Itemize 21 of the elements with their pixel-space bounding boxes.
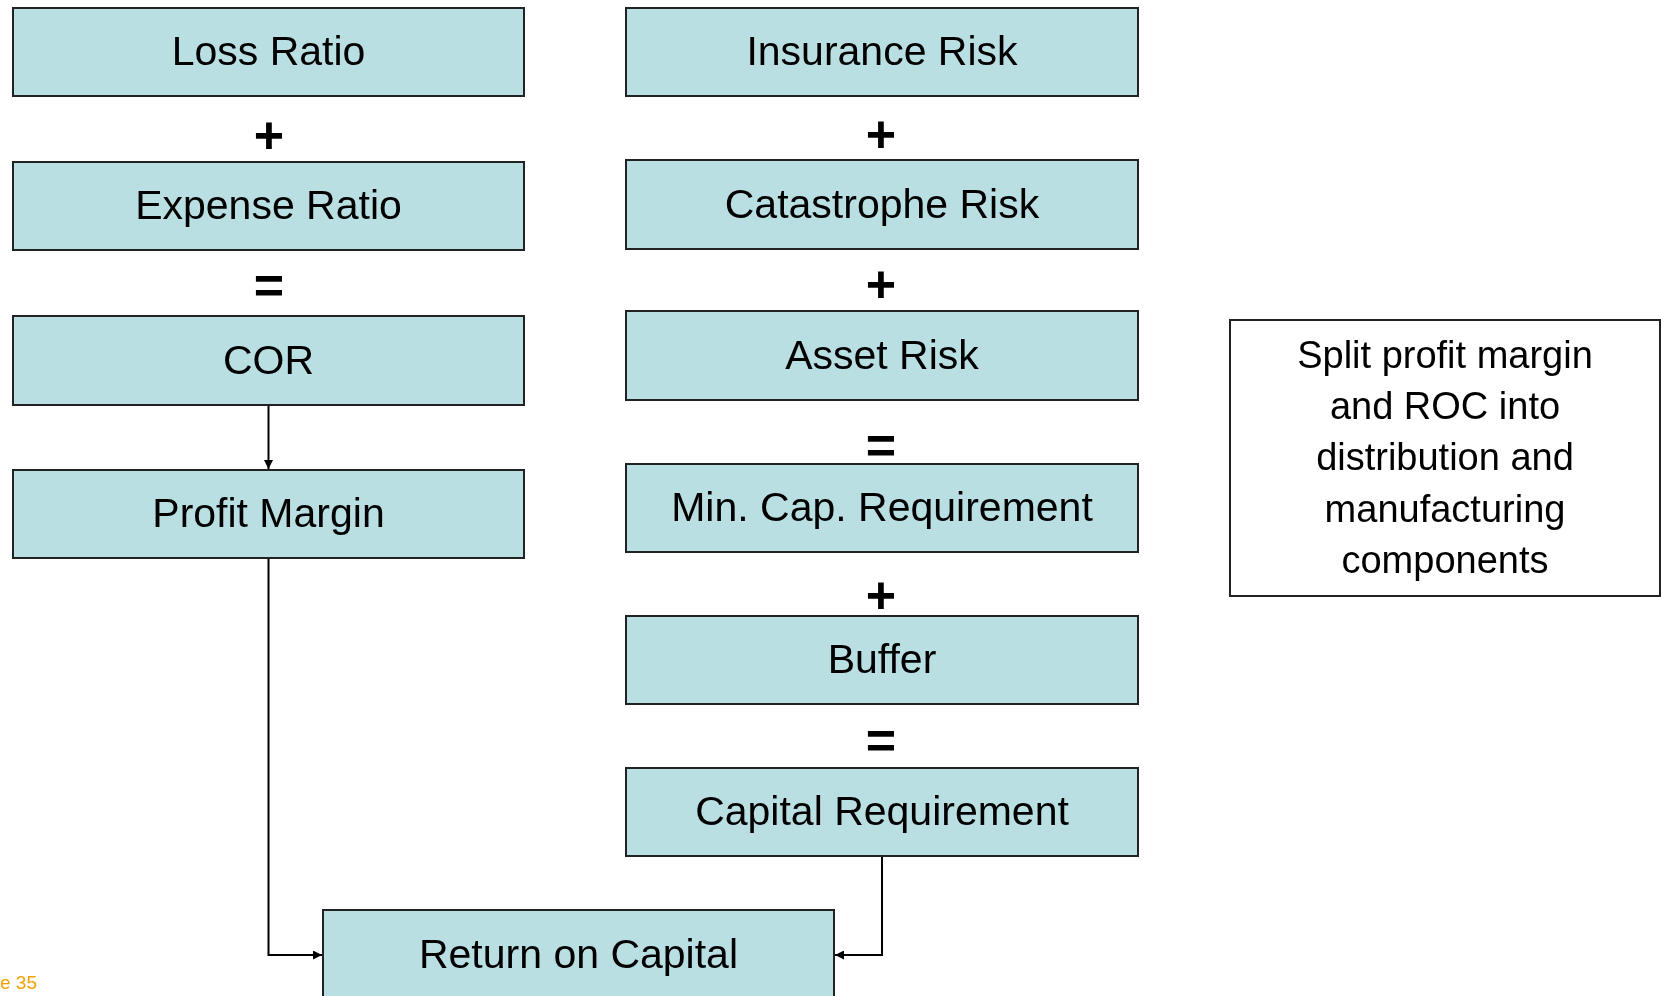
- operator-sign: +: [865, 258, 897, 310]
- process-box: Asset Risk: [625, 310, 1139, 401]
- process-box: Loss Ratio: [12, 7, 525, 97]
- process-box: Insurance Risk: [625, 7, 1139, 97]
- process-box: Return on Capital: [322, 909, 835, 996]
- process-box: Buffer: [625, 615, 1139, 705]
- note-box: Split profit margin and ROC into distribution and manufacturing components: [1229, 319, 1661, 597]
- operator-sign: +: [253, 109, 285, 161]
- process-box: Capital Requirement: [625, 767, 1139, 857]
- operator-sign: =: [253, 259, 285, 311]
- arrow: [834, 856, 883, 960]
- process-box: Expense Ratio: [12, 161, 525, 251]
- page-number: e 35: [0, 972, 37, 994]
- arrow: [264, 405, 273, 470]
- operator-sign: =: [865, 714, 897, 766]
- arrow: [267, 558, 323, 960]
- process-box: Min. Cap. Requirement: [625, 463, 1139, 553]
- process-box: COR: [12, 315, 525, 406]
- process-box: Catastrophe Risk: [625, 159, 1139, 250]
- operator-sign: +: [865, 108, 897, 160]
- process-box: Profit Margin: [12, 469, 525, 559]
